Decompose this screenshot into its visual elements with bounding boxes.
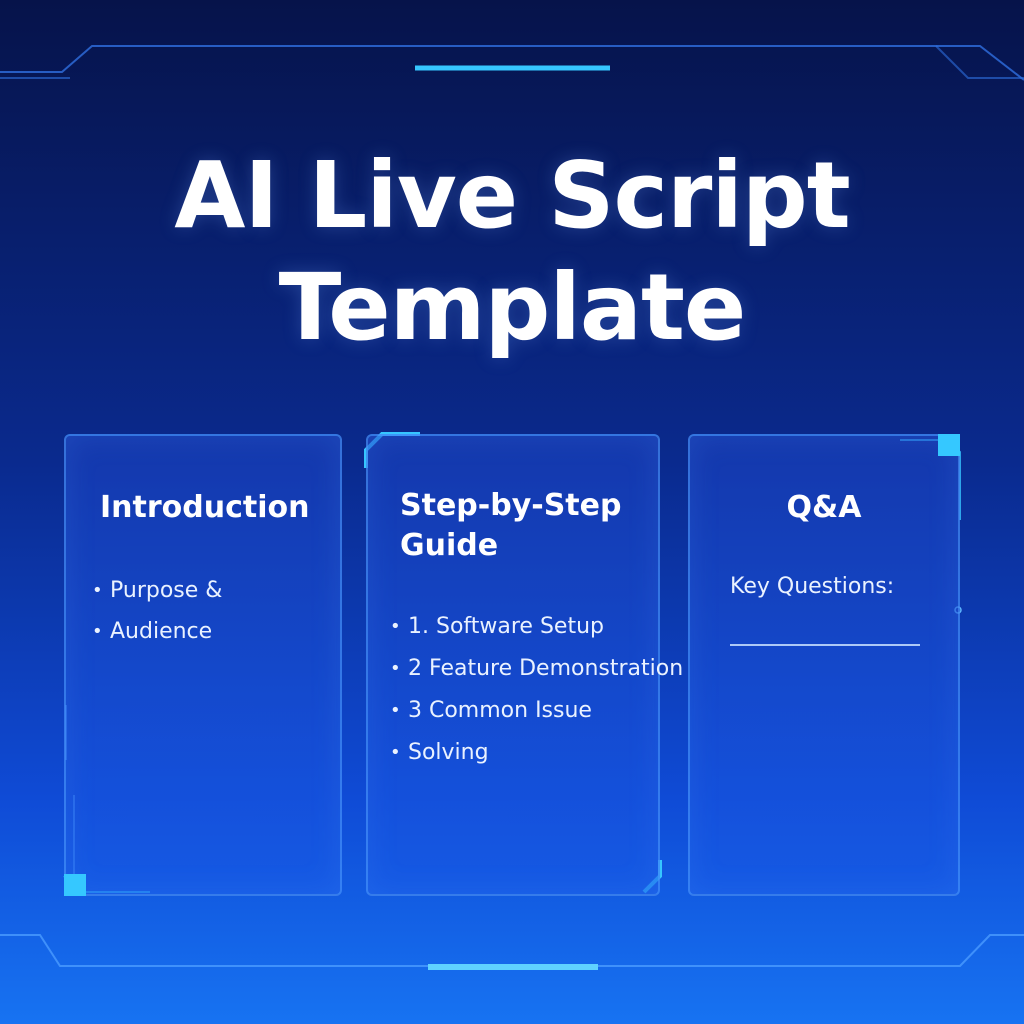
- step-by-step-card: Step-by-Step Guide 1. Software Setup 2 F…: [366, 434, 683, 896]
- answer-line: [730, 644, 920, 646]
- step-by-step-list: 1. Software Setup 2 Feature Demonstratio…: [390, 606, 683, 774]
- title-line-1: AI Live Script: [174, 142, 851, 249]
- step-by-step-heading: Step-by-Step Guide: [400, 488, 622, 563]
- introduction-card: Introduction Purpose & Audience: [64, 434, 342, 896]
- qa-heading: Q&A: [786, 490, 862, 525]
- list-item: 3 Common Issue: [390, 690, 683, 732]
- title-line-2: Template: [278, 254, 747, 361]
- list-item: Solving: [390, 732, 683, 774]
- qa-card: Q&A Key Questions:: [688, 434, 960, 896]
- introduction-heading: Introduction: [100, 490, 310, 525]
- page-title: AI Live Script Template: [0, 140, 1024, 364]
- list-item: Audience: [92, 611, 222, 652]
- list-item: Purpose &: [92, 570, 222, 611]
- introduction-list: Purpose & Audience: [92, 570, 222, 652]
- key-questions-label: Key Questions:: [730, 574, 895, 599]
- list-item: 1. Software Setup: [390, 606, 683, 648]
- corner-accent: [938, 434, 960, 456]
- corner-accent: [64, 874, 86, 896]
- list-item: 2 Feature Demonstration: [390, 648, 683, 690]
